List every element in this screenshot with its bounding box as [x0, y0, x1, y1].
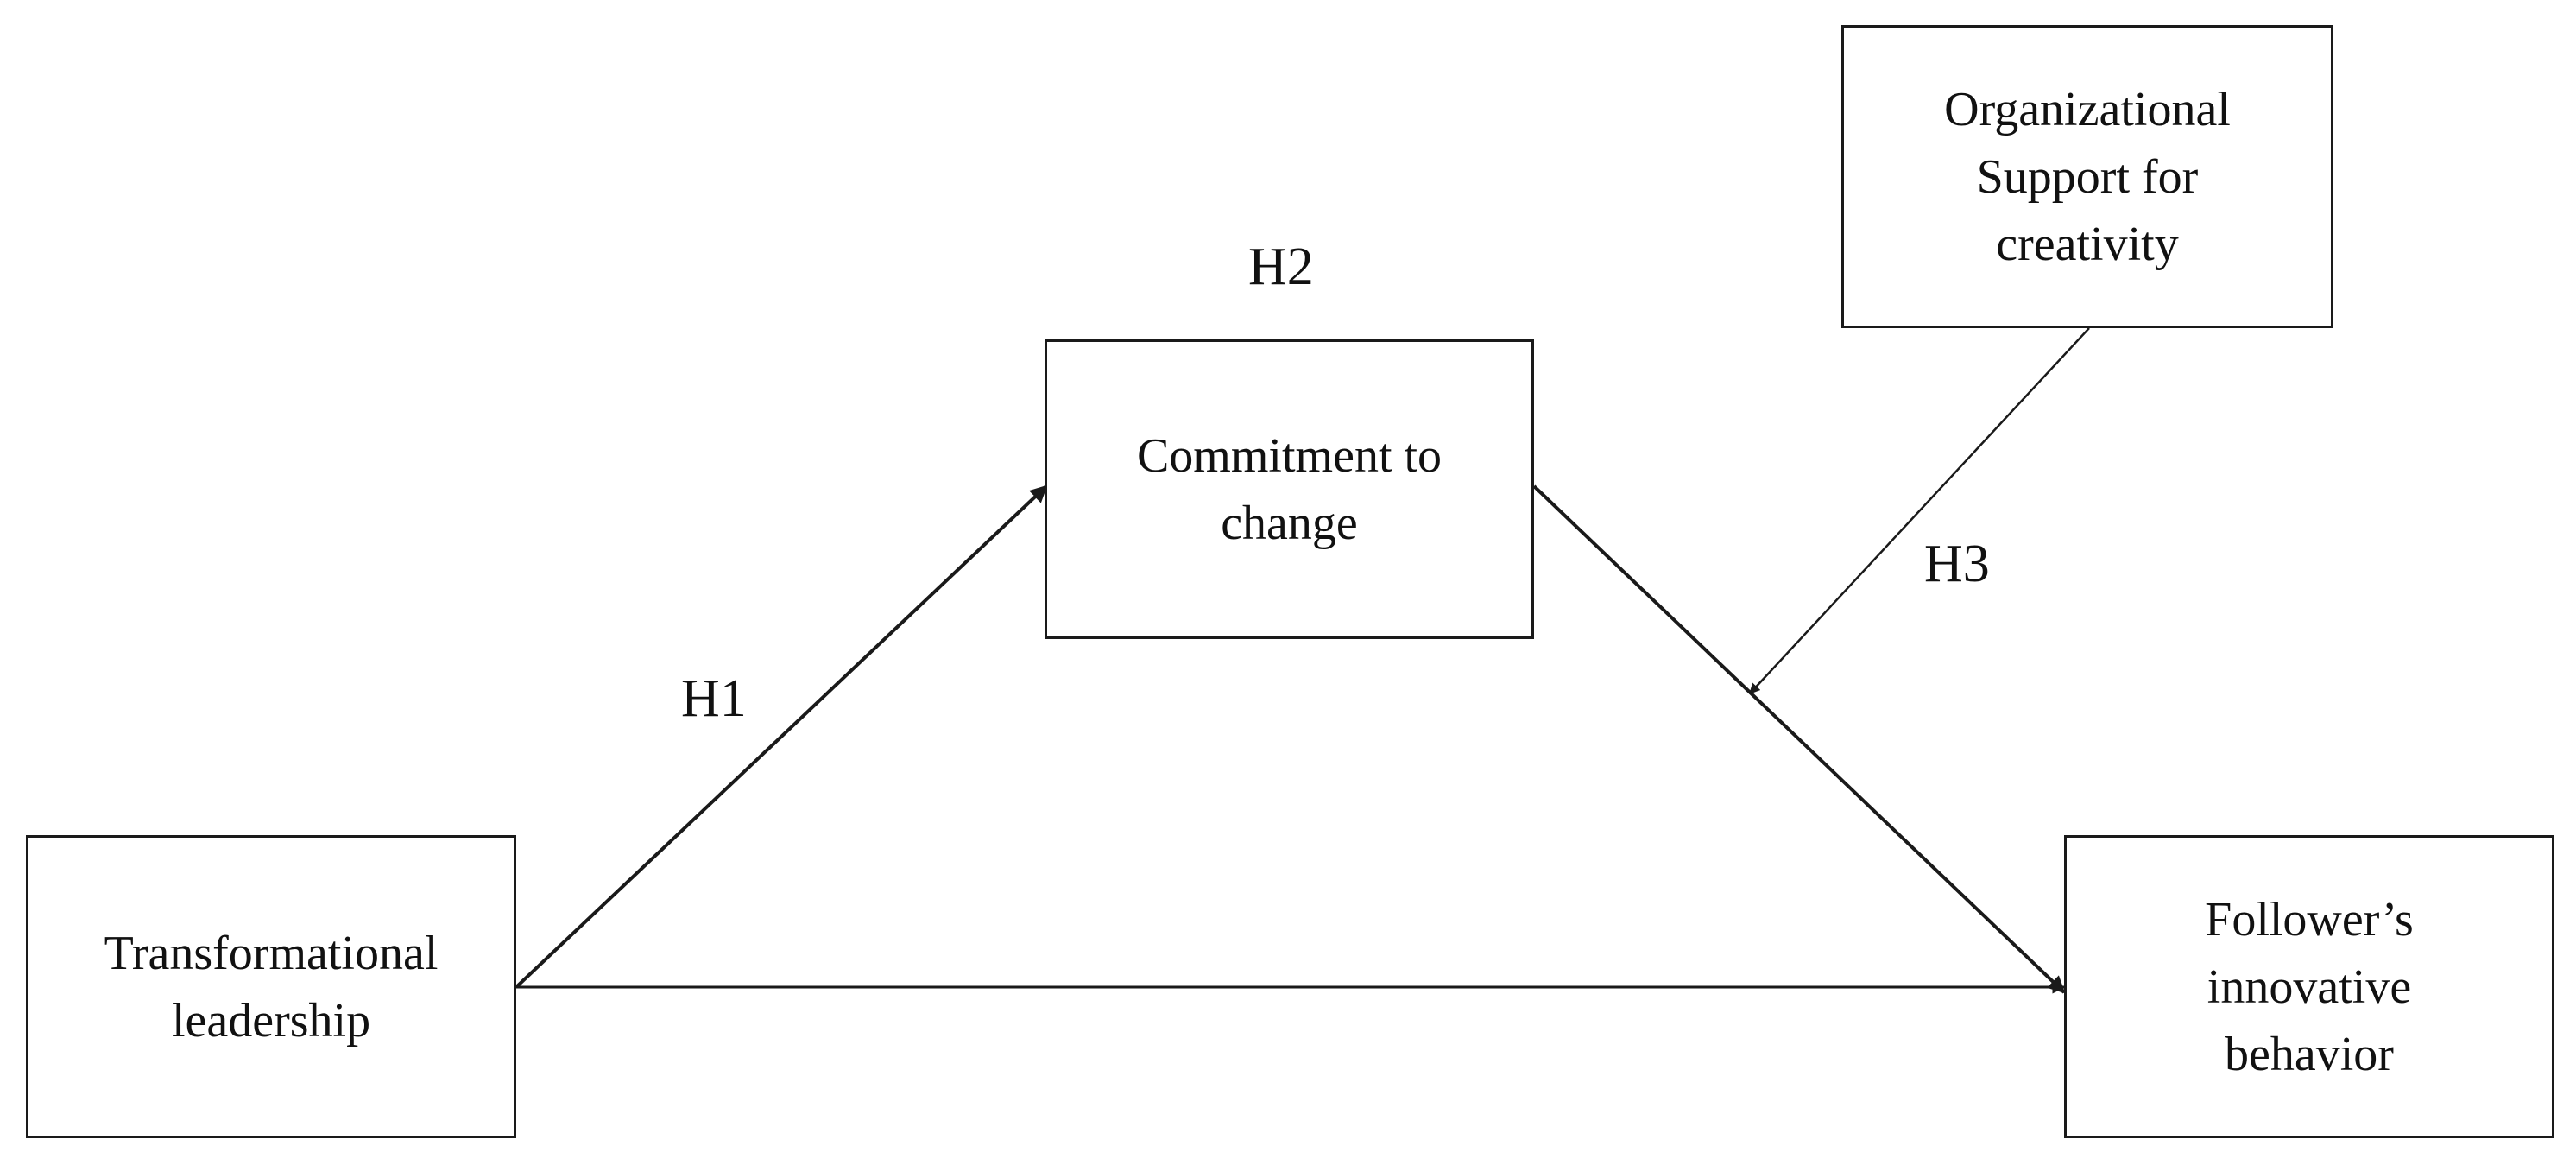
node-followers-innovative-behavior: Follower’s innovative behavior [2064, 835, 2554, 1138]
node-followers-innovative-behavior-label: Follower’s innovative behavior [2205, 892, 2414, 1081]
node-commitment-to-change: Commitment to change [1045, 339, 1534, 639]
arrow-transformational-to-commitment [515, 484, 1048, 989]
node-commitment-to-change-label: Commitment to change [1136, 428, 1443, 550]
hypothesis-label-h1: H1 [681, 669, 747, 728]
node-transformational-leadership-label: Transformational leadership [104, 926, 439, 1048]
hypothesis-label-h2: H2 [1248, 237, 1314, 296]
hypothesis-label-h3: H3 [1924, 535, 1990, 593]
arrow-commitment-to-follower [1532, 484, 2066, 994]
node-transformational-leadership: Transformational leadership [26, 835, 516, 1138]
node-organizational-support: Organizational Support for creativity [1841, 25, 2333, 328]
arrow-organizational-to-path [1749, 327, 2090, 694]
node-organizational-support-label: Organizational Support for creativity [1944, 82, 2231, 271]
